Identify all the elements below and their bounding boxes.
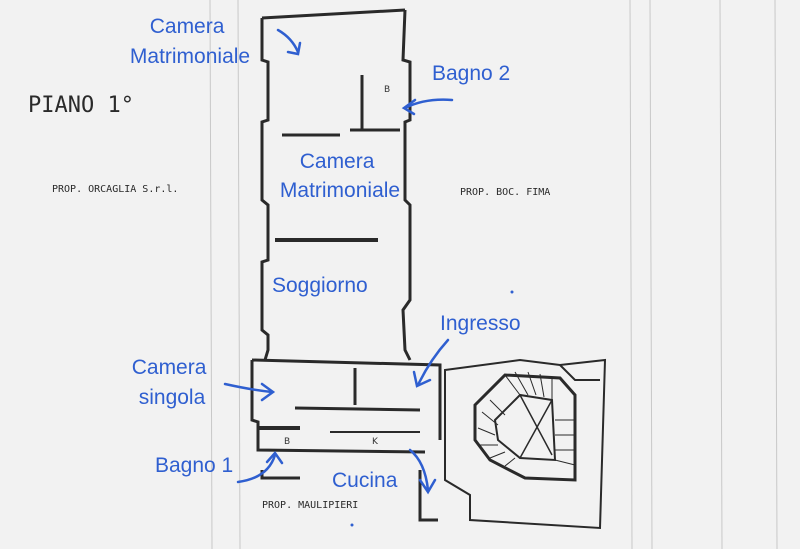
label-bathroom-1: Bagno 1 [155,454,233,477]
room-mark-bath-upper: B [384,85,390,95]
label-master-bedroom-mid: Camera Matrimoniale [280,150,400,202]
stray-dots [350,290,514,527]
label-living-room: Soggiorno [272,274,368,297]
arrow-bathroom-2 [403,98,454,110]
staircase [444,358,607,530]
neighbor-right-label: PROP. BOC. FIMA [460,187,550,198]
arrow-bathroom-1 [236,453,277,484]
label-entrance: Ingresso [440,312,521,335]
room-mark-kitchen: K [372,437,379,447]
neighbor-bottom-label: PROP. MAULIPIERI [262,500,358,511]
arrow-kitchen [408,448,430,492]
arrow-master-bedroom-top [276,28,300,54]
paper-guidelines [209,0,778,549]
label-master-bedroom-top: Camera Matrimoniale [130,15,250,68]
label-bathroom-2: Bagno 2 [432,62,510,85]
arrow-entrance [416,338,450,387]
label-single-room: Camera singola [132,356,213,409]
arrow-single-room [223,382,274,394]
building-walls [250,8,442,522]
neighbor-left-label: PROP. ORCAGLIA S.r.l. [52,184,178,195]
annotation-arrows [223,28,454,495]
room-mark-bath-lower: B [284,437,290,447]
label-kitchen: Cucina [332,469,398,492]
floor-title: PIANO 1° [28,93,134,118]
